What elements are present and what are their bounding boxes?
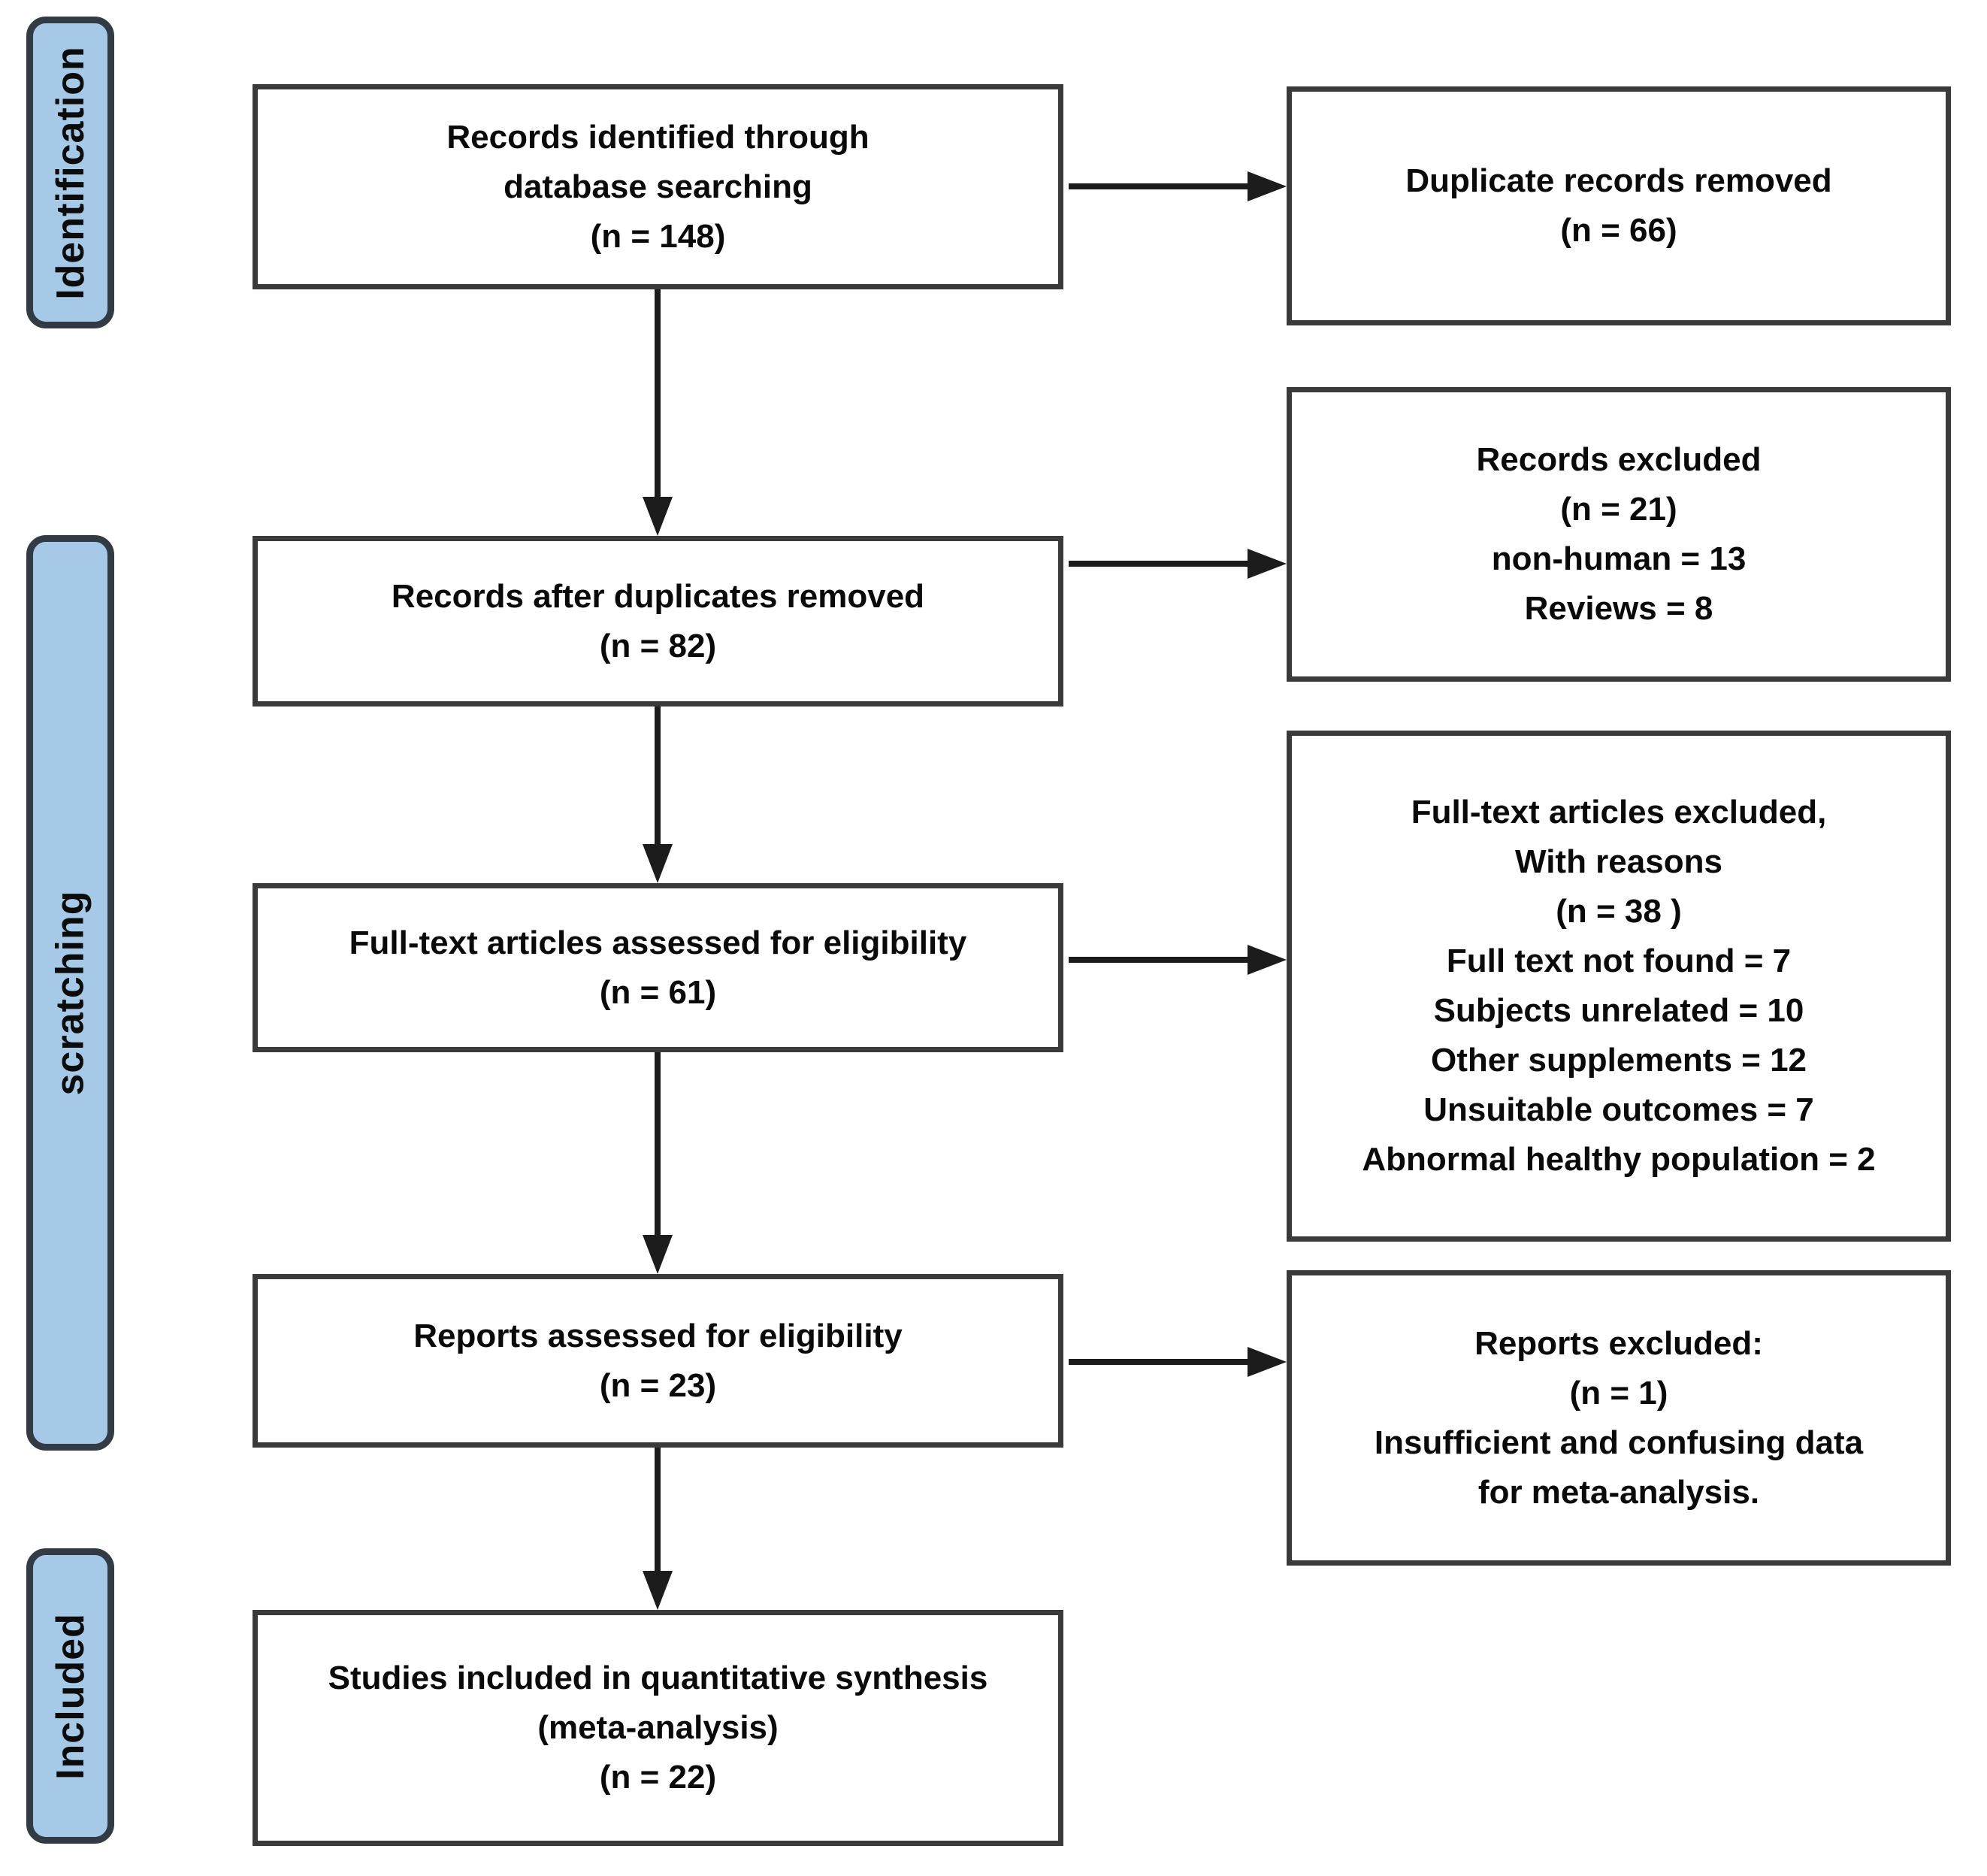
box-fulltext-excluded: Full-text articles excluded, With reason… — [1287, 731, 1951, 1242]
box-records-excluded: Records excluded (n = 21) non-human = 13… — [1287, 387, 1951, 682]
box-records-excluded-reason1: non-human = 13 — [1491, 540, 1747, 577]
box-fulltext-excluded-reason1: Full text not found = 7 — [1446, 943, 1792, 979]
stage-scratching-label: scratching — [48, 890, 92, 1096]
box-records-excluded-reason2: Reviews = 8 — [1524, 590, 1713, 627]
box-records-after-duplicates-count: (n = 82) — [599, 627, 717, 664]
box-duplicates-removed: Duplicate records removed (n = 66) — [1287, 86, 1951, 325]
arrow-afterduplicates-to-excluded-line — [1069, 561, 1249, 567]
box-reports-assessed-count: (n = 23) — [599, 1366, 717, 1404]
box-duplicates-removed-line1: Duplicate records removed — [1405, 162, 1832, 199]
box-fulltext-excluded-line1: Full-text articles excluded, — [1411, 794, 1827, 831]
box-duplicates-removed-count: (n = 66) — [1560, 212, 1677, 249]
arrow-reports-to-excluded-head — [1248, 1347, 1287, 1377]
stage-included: Included — [26, 1548, 114, 1844]
box-fulltext-excluded-count: (n = 38 ) — [1556, 893, 1682, 930]
box-fulltext-excluded-reason4: Unsuitable outcomes = 7 — [1423, 1091, 1814, 1128]
box-reports-assessed: Reports assessed for eligibility (n = 23… — [253, 1274, 1063, 1448]
box-fulltext-assessed-count: (n = 61) — [599, 973, 717, 1011]
arrow-identified-to-duplicates-head — [1248, 171, 1287, 201]
box-records-identified-line1: Records identified through — [446, 118, 870, 156]
box-fulltext-assessed-line1: Full-text articles assessed for eligibil… — [349, 924, 967, 961]
box-reports-excluded-reason2: for meta-analysis. — [1477, 1473, 1760, 1511]
box-reports-excluded-count: (n = 1) — [1569, 1374, 1668, 1412]
stage-included-label: Included — [48, 1612, 92, 1780]
box-records-identified-count: (n = 148) — [590, 217, 726, 255]
box-records-excluded-line1: Records excluded — [1476, 441, 1762, 478]
arrow-fulltext-to-excluded-head — [1248, 945, 1287, 975]
box-fulltext-excluded-reason3: Other supplements = 12 — [1430, 1042, 1807, 1079]
box-reports-assessed-line1: Reports assessed for eligibility — [413, 1317, 903, 1354]
arrow-afterduplicates-to-fulltext-line — [655, 707, 661, 844]
stage-identification-label: Identification — [48, 45, 92, 300]
box-fulltext-excluded-reason2: Subjects unrelated = 10 — [1433, 992, 1804, 1029]
arrow-reports-to-excluded-line — [1069, 1359, 1249, 1365]
box-studies-included: Studies included in quantitative synthes… — [253, 1610, 1063, 1846]
arrow-fulltext-to-reports-line — [655, 1052, 661, 1235]
box-records-identified-line2: database searching — [504, 168, 812, 205]
arrow-identified-to-afterduplicates-head — [643, 497, 673, 536]
arrow-afterduplicates-to-excluded-head — [1248, 549, 1287, 579]
arrow-identified-to-afterduplicates-line — [655, 289, 661, 497]
arrow-reports-to-studies-head — [643, 1571, 673, 1610]
arrow-fulltext-to-reports-head — [643, 1235, 673, 1274]
box-fulltext-excluded-reason5: Abnormal healthy population = 2 — [1362, 1141, 1876, 1178]
stage-identification: Identification — [26, 17, 114, 328]
arrow-afterduplicates-to-fulltext-head — [643, 844, 673, 883]
box-fulltext-assessed: Full-text articles assessed for eligibil… — [253, 883, 1063, 1052]
box-records-excluded-count: (n = 21) — [1560, 491, 1677, 528]
box-studies-included-count: (n = 22) — [599, 1759, 717, 1796]
arrow-reports-to-studies-line — [655, 1448, 661, 1571]
box-fulltext-excluded-line2: With reasons — [1515, 843, 1722, 880]
box-records-after-duplicates: Records after duplicates removed (n = 82… — [253, 536, 1063, 707]
arrow-fulltext-to-excluded-line — [1069, 957, 1249, 963]
box-records-after-duplicates-line1: Records after duplicates removed — [391, 577, 925, 615]
box-records-identified: Records identified through database sear… — [253, 84, 1063, 289]
box-reports-excluded: Reports excluded: (n = 1) Insufficient a… — [1287, 1270, 1951, 1566]
box-reports-excluded-line1: Reports excluded: — [1474, 1324, 1763, 1362]
box-studies-included-line2: (meta-analysis) — [537, 1709, 779, 1746]
stage-scratching: scratching — [26, 535, 114, 1451]
box-reports-excluded-reason1: Insufficient and confusing data — [1374, 1424, 1864, 1461]
box-studies-included-line1: Studies included in quantitative synthes… — [328, 1660, 988, 1696]
arrow-identified-to-duplicates-line — [1069, 183, 1249, 189]
